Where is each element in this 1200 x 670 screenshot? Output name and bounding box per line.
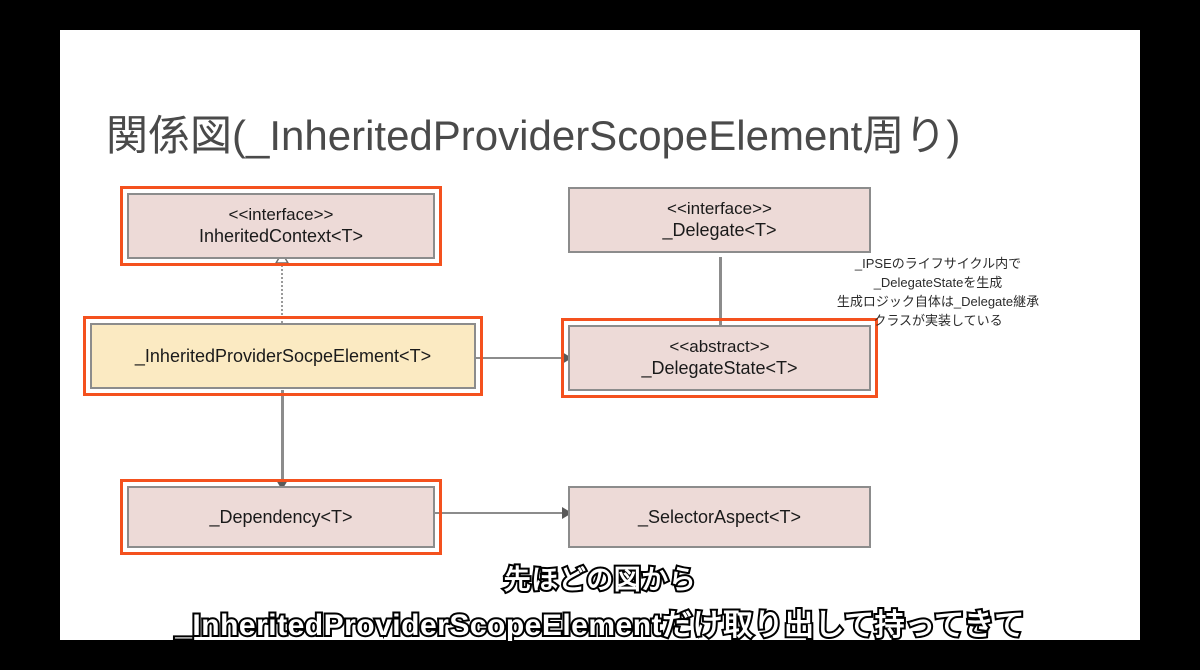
node-delegate[interactable]: <<interface>> _Delegate<T>	[568, 187, 871, 253]
node-name: _InheritedProviderSocpeElement<T>	[134, 345, 432, 366]
node-stereotype: <<interface>>	[228, 205, 334, 225]
caption-line-1: 先ほどの図から	[502, 563, 698, 597]
node-selector-aspect[interactable]: _SelectorAspect<T>	[568, 486, 871, 548]
node-name: InheritedContext<T>	[198, 226, 364, 247]
edge-dependency-to-selectoraspect	[432, 512, 570, 514]
edge-ipse-to-delegatestate	[476, 357, 570, 359]
edge-ipse-to-inheritedcontext	[281, 260, 283, 355]
arrowhead-right-icon-2	[562, 507, 572, 519]
node-stereotype: <<abstract>>	[669, 337, 770, 357]
node-delegate-state[interactable]: <<abstract>> _DelegateState<T>	[568, 325, 871, 391]
arrowhead-right-icon-1	[562, 352, 572, 364]
annotation-line-3: 生成ロジック自体は_Delegate継承	[836, 293, 1040, 309]
node-name: _Dependency<T>	[209, 506, 353, 527]
caption-line-2: _InheritedProviderScopeElementだけ取り出して持って…	[173, 607, 1026, 644]
node-stereotype: <<interface>>	[667, 199, 772, 219]
annotation-line-1: _IPSEのライフサイクル内で	[854, 256, 1022, 271]
node-dependency[interactable]: _Dependency<T>	[127, 486, 435, 548]
node-name: _DelegateState<T>	[641, 358, 798, 379]
annotation-line-2: _DelegateStateを生成	[873, 274, 1003, 290]
node-ipse[interactable]: _InheritedProviderSocpeElement<T>	[90, 323, 476, 389]
annotation-line-4: クラスが実装している	[873, 312, 1003, 328]
node-name: _SelectorAspect<T>	[637, 506, 802, 527]
slide-canvas: 関係図(_InheritedProviderScopeElement周り) <<…	[60, 30, 1140, 640]
node-name: _Delegate<T>	[662, 220, 777, 241]
edge-ipse-to-dependency	[281, 390, 284, 488]
arrowhead-down-icon-1	[276, 480, 288, 490]
annotation-note: _IPSEのライフサイクル内で _DelegateStateを生成 生成ロジック…	[788, 255, 1088, 330]
node-inherited-context[interactable]: <<interface>> InheritedContext<T>	[127, 193, 435, 259]
edge-delegate-to-delegatestate	[719, 257, 722, 355]
page-title: 関係図(_InheritedProviderScopeElement周り)	[106, 112, 961, 159]
